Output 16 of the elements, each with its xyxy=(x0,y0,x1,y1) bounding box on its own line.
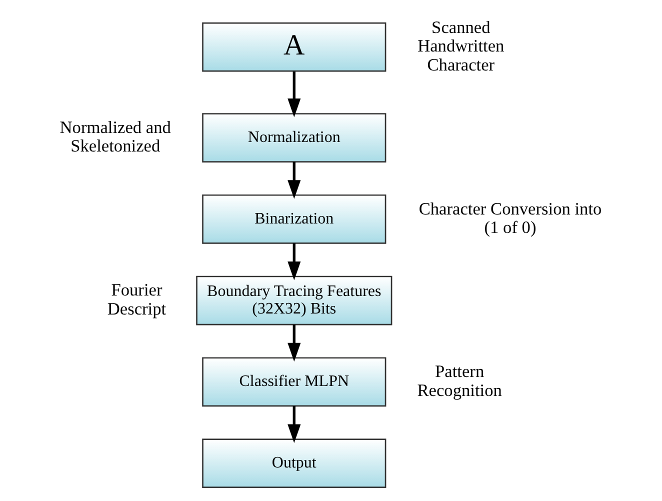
arrow xyxy=(287,243,300,280)
node-label: Character Conversion into (1 of 0) xyxy=(418,199,602,238)
node-box: Binarization xyxy=(202,194,386,244)
node-label: Fourier Descript xyxy=(106,280,166,318)
arrow xyxy=(287,406,300,444)
node-box: A xyxy=(202,22,386,72)
node-box: Boundary Tracing Features (32X32) Bits xyxy=(196,276,392,326)
node-label: Scanned Handwritten Character xyxy=(417,18,504,74)
node-label: Normalized and Skeletonized xyxy=(59,118,170,156)
arrow xyxy=(287,324,300,362)
node-box: Classifier MLPN xyxy=(202,357,386,407)
node-box: Normalization xyxy=(202,113,386,162)
arrow xyxy=(287,162,300,199)
node-box: Output xyxy=(202,438,386,488)
node-label: Pattern Recognition xyxy=(416,362,502,400)
arrow xyxy=(287,72,300,118)
